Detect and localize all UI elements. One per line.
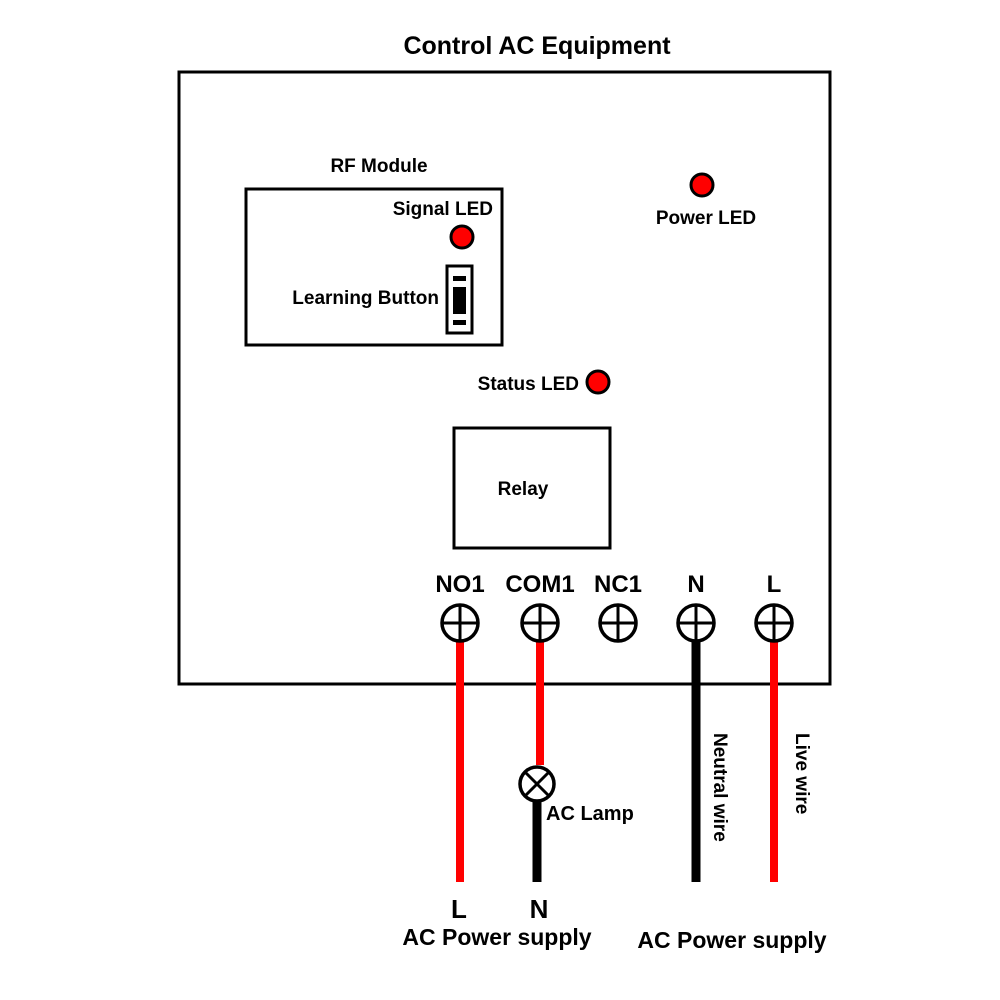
terminal-com1: COM1 [505,571,575,643]
relay-label: Relay [498,479,549,500]
learning-button-label: Learning Button [292,288,439,309]
status-led-icon [585,369,611,395]
terminal-no1: NO1 [435,571,485,643]
supply-right-caption: AC Power supply [637,927,826,953]
status-led-label: Status LED [478,374,579,395]
power-led-icon [689,172,715,198]
ac-lamp [518,765,556,803]
relay-box [452,426,612,550]
live-wire-label: Live wire [791,733,812,814]
terminal-label: N [687,571,704,598]
learning-button-center [453,287,466,314]
rf-module-label: RF Module [330,156,427,177]
terminal-n: N [676,571,716,643]
power-led-label: Power LED [656,208,756,229]
signal-led-icon [449,224,475,250]
terminal-l: L [754,571,794,643]
supply-left-n-label: N [530,894,549,924]
terminal-label: NC1 [594,571,642,598]
lamp-label: AC Lamp [546,803,634,825]
learning-button[interactable] [445,264,474,335]
lamp-cross-b [523,770,551,798]
diagram-title: Control AC Equipment [403,32,671,60]
terminal-nc1: NC1 [594,571,642,643]
signal-led-label: Signal LED [393,199,493,220]
terminal-label: L [767,571,782,598]
supply-left-l-label: L [451,894,467,924]
neutral-wire-label: Neutral wire [709,733,730,842]
controller-enclosure [177,70,832,686]
terminal-label: COM1 [505,571,574,598]
learning-button-bottom-bar [453,320,466,325]
supply-left-caption: AC Power supply [402,924,591,950]
terminal-label: NO1 [435,571,484,598]
learning-button-top-bar [453,276,466,281]
